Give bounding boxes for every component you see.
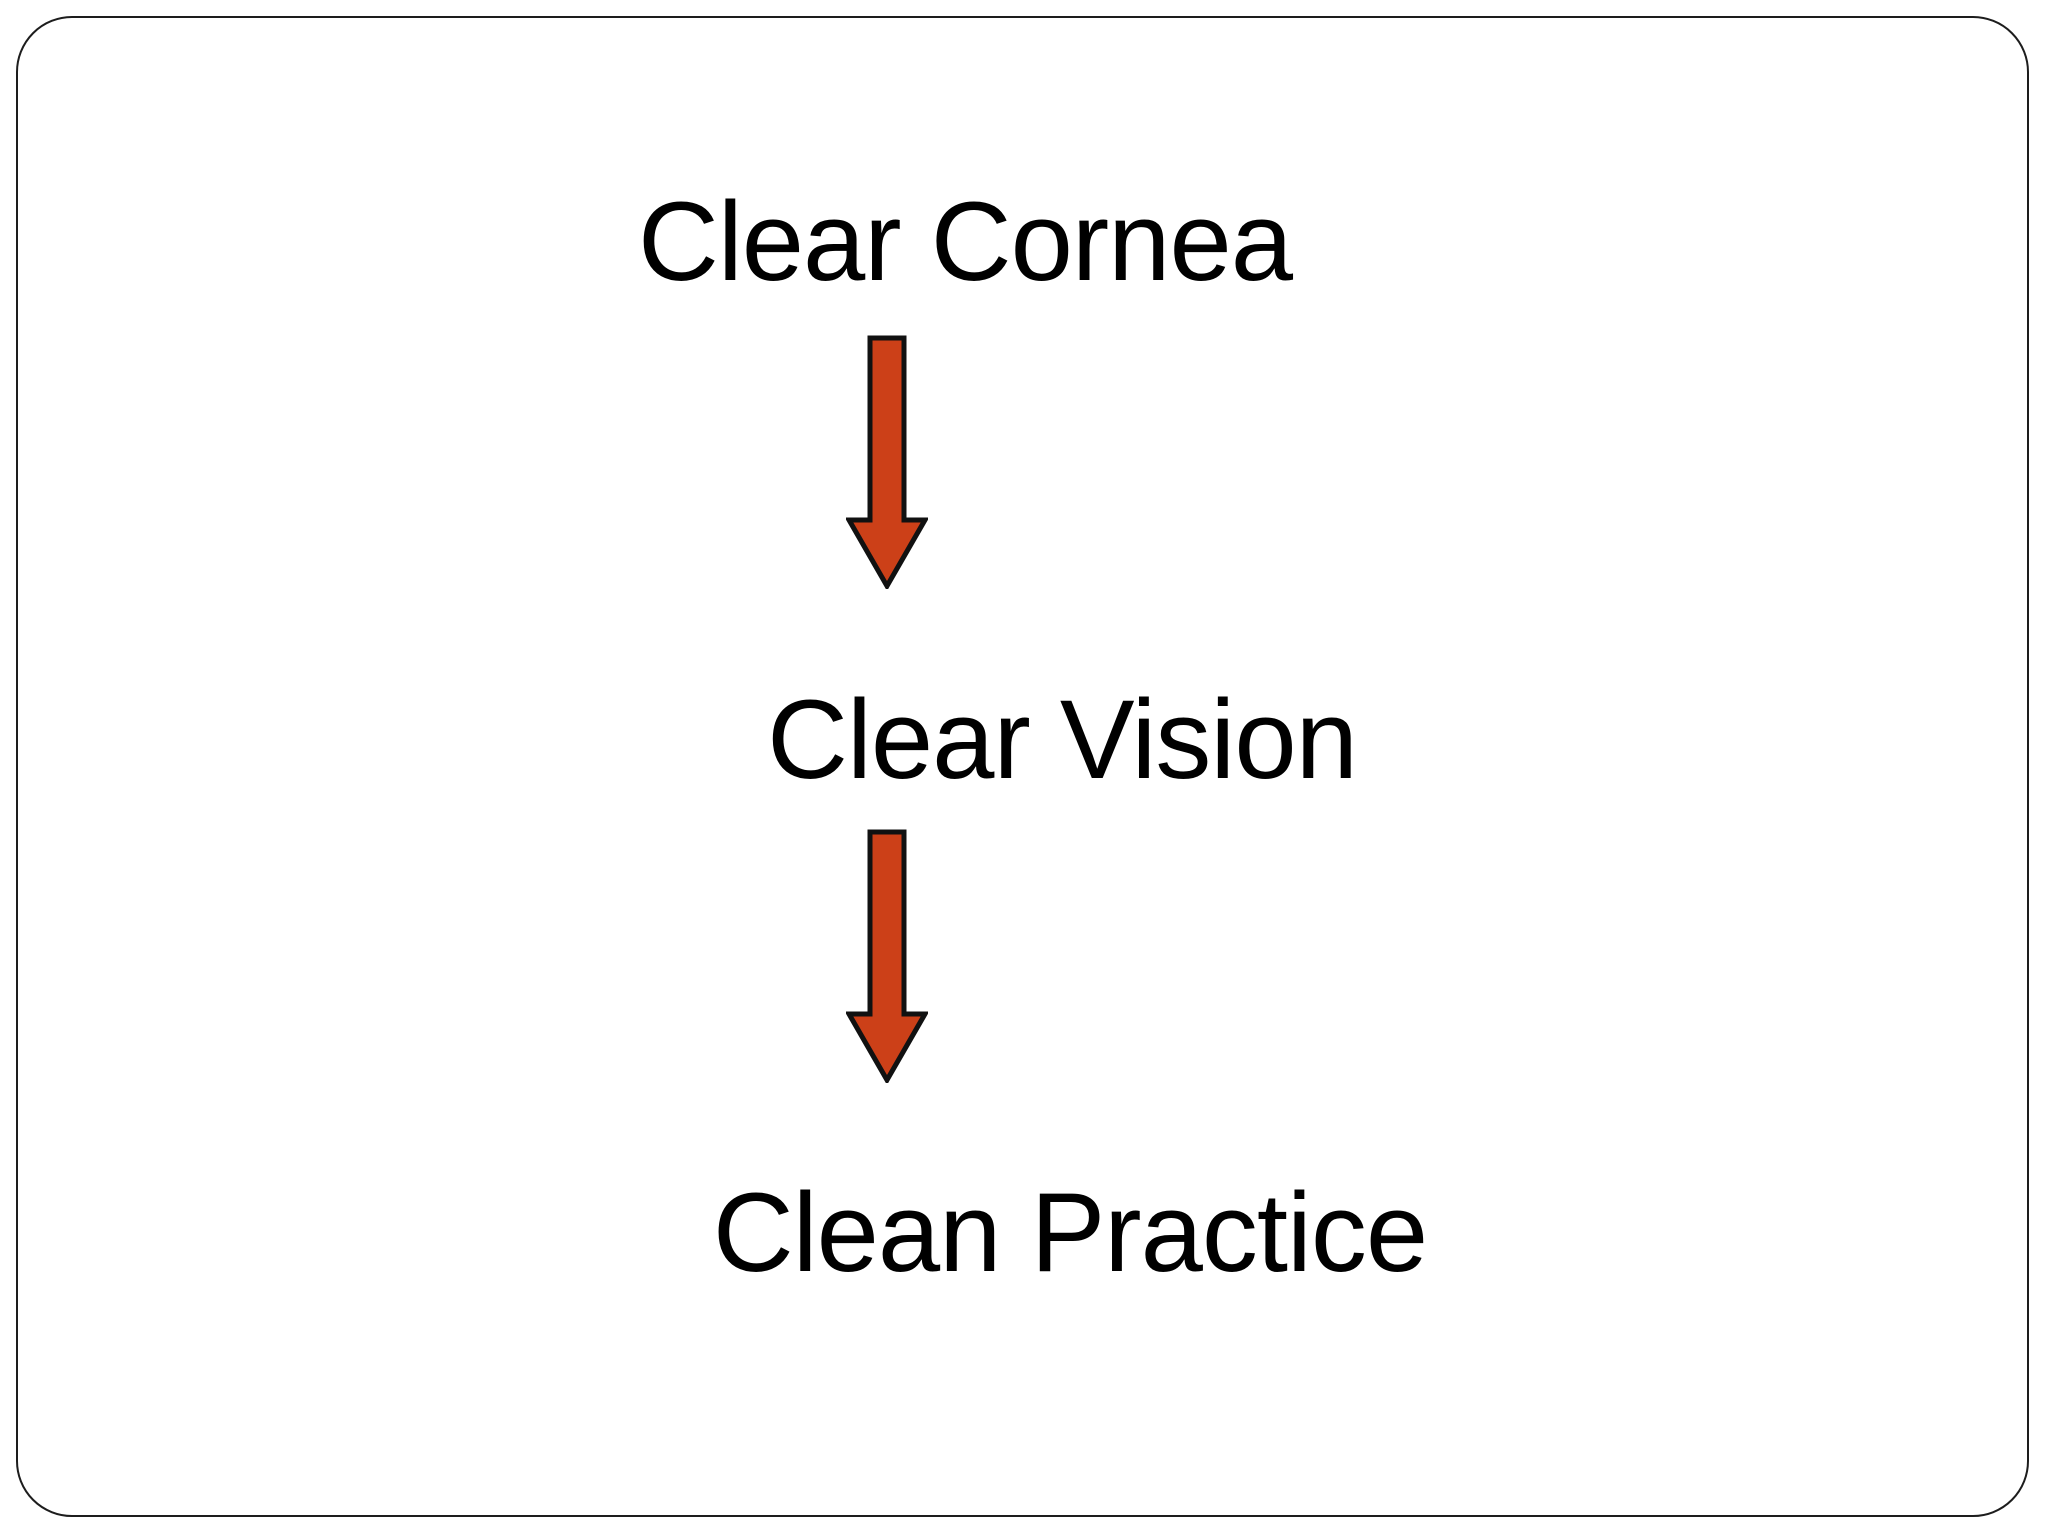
flow-step-label-clean-practice: Clean Practice: [712, 1170, 1428, 1295]
flow-step-label-clear-cornea: Clear Cornea: [637, 179, 1293, 304]
down-arrow-icon: [846, 335, 928, 589]
flow-step-label-clear-vision: Clear Vision: [767, 677, 1358, 802]
down-arrow-icon: [846, 829, 928, 1083]
